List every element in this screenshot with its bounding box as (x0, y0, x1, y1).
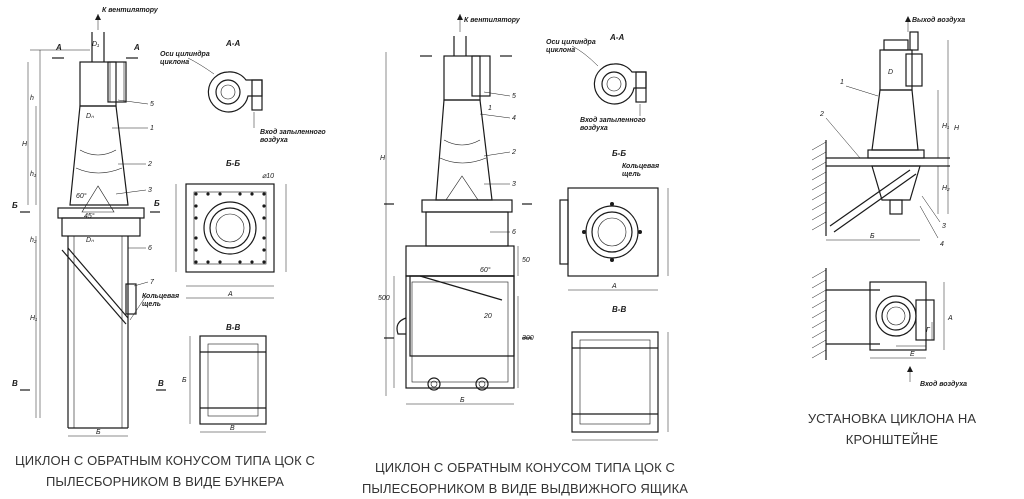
label-dim-20: 20 (483, 313, 492, 320)
label-B: Б (96, 429, 101, 436)
label-angle-45: 45° (84, 212, 95, 220)
mark-b-left: Б (12, 201, 18, 210)
label-E: Б (182, 377, 187, 384)
num3-1: 1 (840, 79, 844, 86)
num3-3: 3 (942, 223, 946, 230)
mark-a-right: А (133, 43, 140, 52)
label-ring-gap-1: Кольцевая (142, 293, 179, 300)
label-ring-gap-2-2: щель (622, 171, 641, 178)
label-cyl-axis-1: Оси цилиндра (160, 50, 210, 58)
num-3: 3 (148, 187, 152, 194)
label-B-3: Б (870, 233, 875, 240)
num-2: 2 (147, 161, 152, 168)
caption-bunker-cyclone: ЦИКЛОН С ОБРАТНЫМ КОНУСОМ ТИПА ЦОК С ПЫЛ… (15, 453, 315, 489)
mark-b-right: Б (154, 199, 160, 208)
label-dim-500: 500 (378, 295, 390, 302)
label-dim-50: 50 (522, 257, 530, 264)
label-h: h (30, 95, 34, 102)
label-B-2: Б (460, 397, 465, 404)
label-to-fan-2: К вентилятору (464, 17, 521, 24)
mark-v-right: В (158, 379, 164, 388)
mark-v-left: В (12, 379, 18, 388)
label-A-2: А (611, 283, 617, 290)
num2-4: 4 (512, 115, 516, 122)
label-cyl-axis-2: циклона (160, 59, 189, 66)
label-cyl-axis-1-2: Оси цилиндра (546, 38, 596, 46)
num3-4: 4 (940, 241, 944, 248)
label-dusty-air-1-2: Вход запыленного (580, 116, 646, 124)
label-d-vyh: Dₙ (86, 113, 94, 120)
label-air-in: Вход воздуха (920, 380, 967, 388)
caption-drawer-cyclone: ЦИКЛОН С ОБРАТНЫМ КОНУСОМ ТИПА ЦОК С ПЫЛ… (361, 460, 689, 496)
label-section-aa-2: А-А (609, 33, 624, 42)
label-H3: H (954, 125, 960, 132)
label-d-out: Dₙ (86, 237, 94, 244)
label-H-2: H (380, 155, 386, 162)
label-angle-60-2: 60° (480, 266, 491, 274)
label-cyl-axis-2-2: циклона (546, 47, 575, 54)
label-H1-3: H₁ (942, 123, 950, 130)
label-hole-dia: ⌀10 (262, 173, 274, 180)
label-h2: h₂ (30, 237, 37, 244)
label-H: H (22, 141, 28, 148)
label-h1: h₁ (30, 171, 37, 178)
label-ring-gap-1-2: Кольцевая (622, 163, 659, 170)
num2-6: 6 (512, 229, 516, 236)
label-A-3: А (947, 315, 953, 322)
num2-5: 5 (512, 93, 516, 100)
label-D: D (888, 69, 893, 76)
num2-3: 3 (512, 181, 516, 188)
label-section-aa: А-А (225, 39, 240, 48)
label-dusty-air-2-2: воздуха (580, 124, 608, 132)
num-5: 5 (150, 101, 154, 108)
label-ring-gap-2: щель (142, 301, 161, 308)
label-to-fan: К вентилятору (102, 7, 159, 14)
label-section-bb-2: Б-Б (612, 149, 626, 158)
label-d1: D₁ (92, 41, 100, 48)
num2-1: 1 (488, 105, 492, 112)
label-E-3: Е (910, 351, 915, 358)
label-A: А (227, 291, 233, 298)
mark-a-left: А (55, 43, 62, 52)
label-G-3: Г (926, 327, 931, 334)
label-section-vv: В-В (226, 323, 240, 332)
num3-2: 2 (819, 111, 824, 118)
label-section-bb: Б-Б (226, 159, 240, 168)
label-dusty-air-2: воздуха (260, 136, 288, 144)
label-H2-3: H₂ (942, 185, 950, 192)
label-dim-300: 300 (522, 335, 534, 342)
num-6: 6 (148, 245, 152, 252)
label-angle-60: 60° (76, 192, 87, 200)
label-air-out: Выход воздуха (912, 16, 965, 24)
drawer-cyclone-drawing: К вентилятору Оси цилиндра циклона А-А Б… (378, 14, 669, 441)
bracket-mount-drawing: Выход воздуха Вход воздуха D H H₁ H₂ А Б… (811, 16, 967, 388)
drawing-bracket-mount: Выход воздуха Вход воздуха D H H₁ H₂ А Б… (760, 0, 1024, 498)
label-dusty-air-1: Вход запыленного (260, 128, 326, 136)
num2-2: 2 (511, 149, 516, 156)
label-H1: H₁ (30, 315, 38, 322)
label-b: В (230, 425, 235, 432)
drawing-bunker-cyclone: К вентилятору D₁ Оси цилиндра циклона А-… (0, 0, 330, 498)
label-section-vv-2: В-В (612, 305, 626, 314)
num-7: 7 (150, 279, 155, 286)
drawing-drawer-cyclone: К вентилятору Оси цилиндра циклона А-А Б… (350, 0, 700, 498)
bunker-cyclone-drawing: К вентилятору D₁ Оси цилиндра циклона А-… (12, 7, 326, 437)
caption-bracket-mount: УСТАНОВКА ЦИКЛОНА НА КРОНШТЕЙНЕ (807, 411, 977, 447)
num-1: 1 (150, 125, 154, 132)
